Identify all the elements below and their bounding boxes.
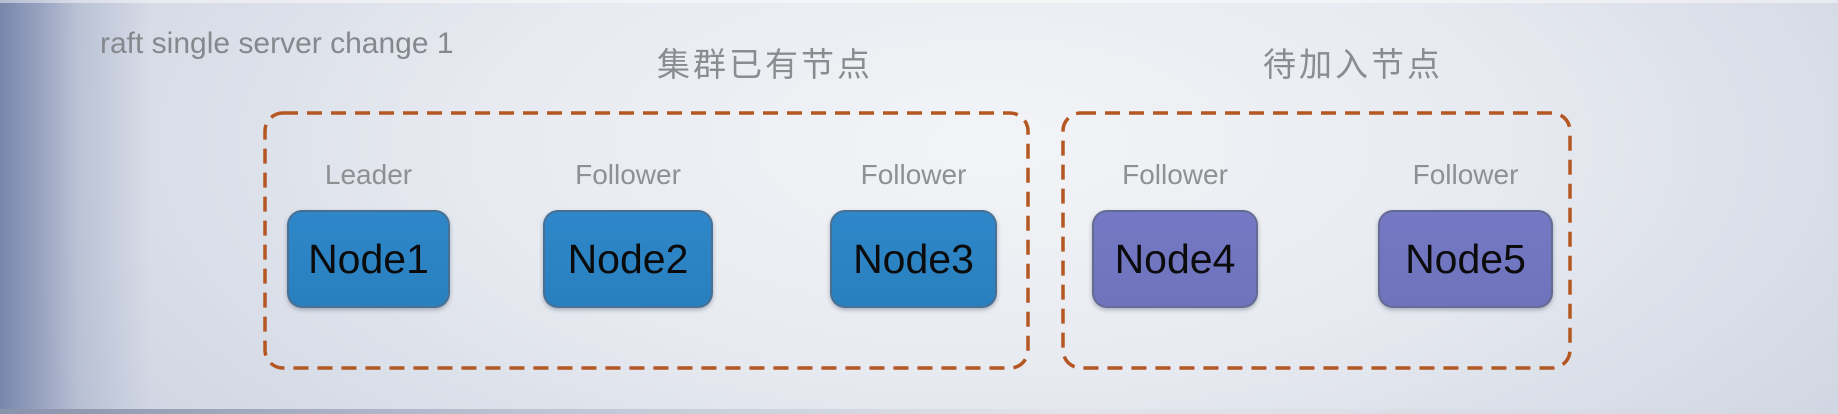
node-unit-node1: Leader Node1 — [287, 160, 450, 308]
node-box-node4: Node4 — [1092, 210, 1258, 308]
node-unit-node3: Follower Node3 — [830, 160, 997, 308]
node-unit-node5: Follower Node5 — [1378, 160, 1553, 308]
node-role-label: Follower — [575, 159, 681, 190]
node-role-label: Follower — [1122, 159, 1228, 190]
node-role-label: Follower — [860, 159, 967, 190]
node-box-node2: Node2 — [543, 210, 713, 308]
node-box-node1: Node1 — [287, 210, 450, 308]
slide-bottom-edge — [0, 409, 1838, 414]
slide-left-shading — [0, 0, 150, 414]
joining-nodes-group-label: 待加入节点 — [1263, 46, 1443, 83]
node-role-label: Follower — [1412, 159, 1519, 190]
existing-nodes-group-label: 集群已有节点 — [657, 46, 873, 83]
node-unit-node2: Follower Node2 — [543, 160, 713, 308]
node-unit-node4: Follower Node4 — [1092, 160, 1258, 308]
diagram-title: raft single server change 1 — [100, 27, 454, 60]
node-role-label: Leader — [324, 159, 413, 190]
slide-top-edge — [0, 0, 1838, 3]
node-box-node5: Node5 — [1378, 210, 1553, 308]
node-box-node3: Node3 — [830, 210, 997, 308]
